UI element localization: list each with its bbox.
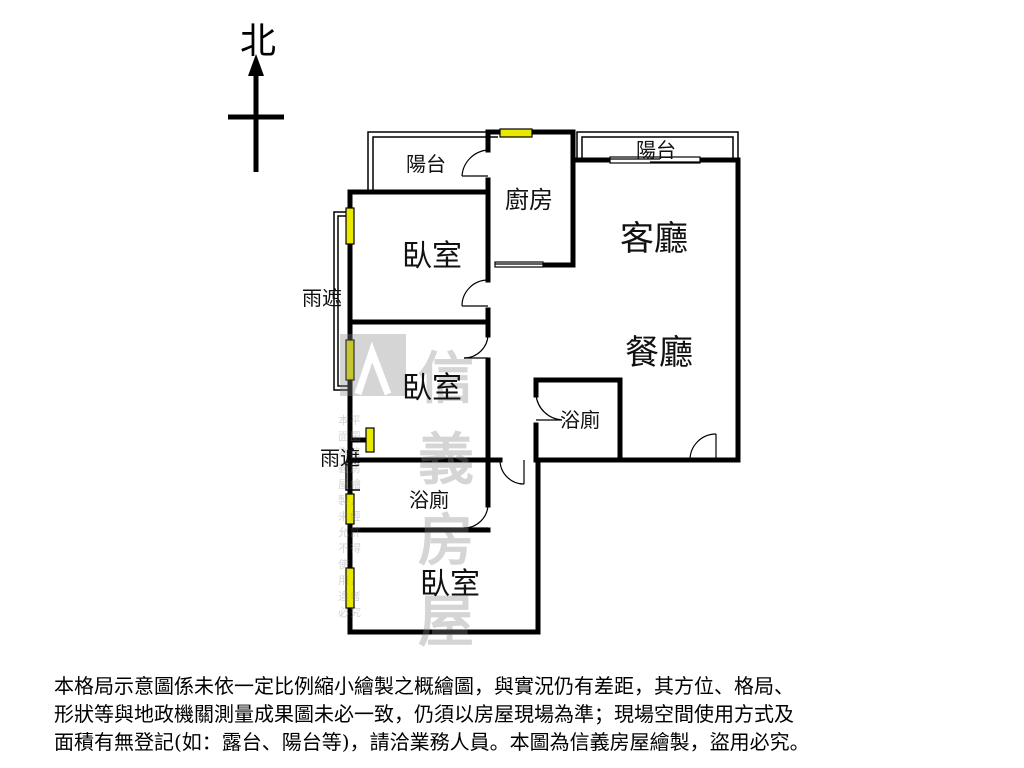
room-label-bathroom-1: 浴廁 [409,488,449,512]
north-arrow-icon [228,54,284,172]
room-label-bathroom-2: 浴廁 [560,408,600,432]
watermark-brand: 信義房屋 [418,347,476,655]
north-label: 北 [240,21,277,62]
room-label-kitchen: 廚房 [505,186,553,214]
watermark-notice: 本平面圖為信義房屋繪製，未經允許不得使用，違者必究 [338,414,362,619]
brand-logo-icon [340,334,406,396]
walls [347,129,741,635]
room-label-balcony-east: 陽台 [636,138,676,162]
room-label-bedroom-1: 臥室 [402,239,462,274]
room-label-canopy-1: 雨遮 [302,286,342,310]
disclaimer-text: 本格局示意圖係未依一定比例縮小繪製之概繪圖，與實況仍有差距，其方位、格局、 形狀… [54,672,974,756]
windows [345,128,533,609]
room-label-bedroom-3: 臥室 [420,567,480,602]
doors [461,149,717,529]
room-label-living-room: 客廳 [620,219,688,259]
disclaimer-line: 本格局示意圖係未依一定比例縮小繪製之概繪圖，與實況仍有差距，其方位、格局、 [54,674,794,698]
room-label-dining-room: 餐廳 [625,333,693,373]
room-label-canopy-2: 雨遮 [320,446,360,470]
disclaimer-line: 面積有無登記(如：露台、陽台等)，請洽業務人員。本圖為信義房屋繪製，盜用必究。 [54,730,810,754]
room-label-bedroom-2: 臥室 [402,371,462,406]
room-label-balcony-west: 陽台 [406,152,446,176]
disclaimer-line: 形狀等與地政機關測量成果圖未必一致，仍須以房屋現場為準；現場空間使用方式及 [54,702,794,726]
